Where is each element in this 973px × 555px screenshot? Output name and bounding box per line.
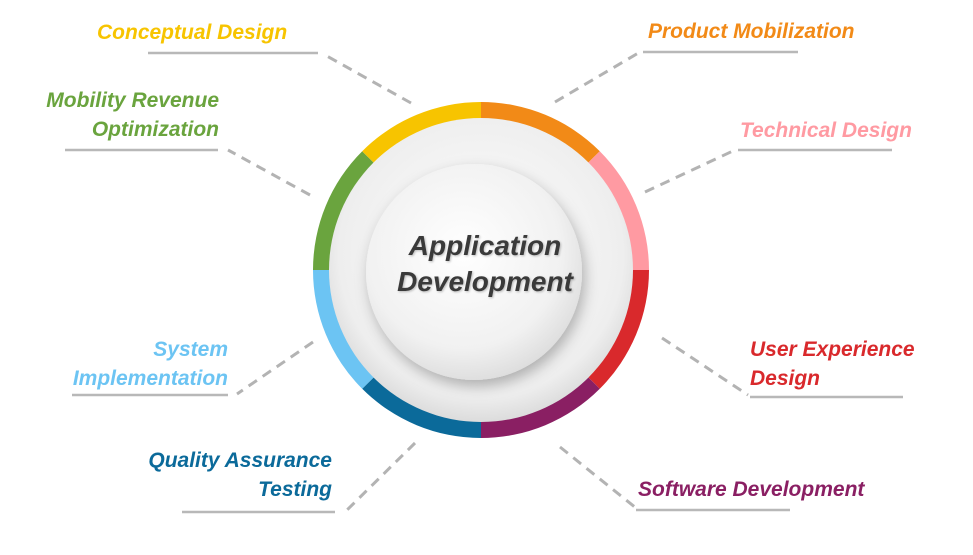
stage-label-software-development: Software Development — [638, 475, 864, 504]
connector-dashed-technical-design — [644, 148, 736, 194]
stage-label-line: Software Development — [638, 478, 865, 501]
stage-label-line: Quality Assurance — [148, 449, 332, 472]
stage-label-system-implementation: System Implementation — [73, 335, 228, 393]
stage-label-technical-design: Technical Design — [740, 116, 912, 145]
stage-label-line: Mobility Revenue — [46, 89, 219, 112]
stage-label-line: Conceptual Design — [97, 21, 288, 44]
stage-label-mobility-revenue-optimization: Mobility Revenue Optimization — [46, 86, 219, 144]
center-title: Application Development — [360, 228, 610, 300]
connector-dashed-user-experience-design — [661, 336, 749, 397]
stage-label-line: User Experience — [750, 338, 915, 361]
stage-label-line: Technical Design — [740, 119, 912, 142]
connector-lines — [65, 50, 903, 514]
stage-label-conceptual-design: Conceptual Design — [97, 18, 287, 47]
stage-label-quality-assurance-testing: Quality Assurance Testing — [148, 446, 332, 504]
connector-dashed-quality-assurance-testing — [345, 441, 417, 512]
connector-dashed-product-mobilization — [554, 50, 641, 104]
stage-label-line: Testing — [258, 478, 332, 501]
stage-label-user-experience-design: User Experience Design — [750, 335, 915, 393]
stage-label-line: Implementation — [72, 367, 228, 390]
center-title-line2: Development — [397, 266, 573, 297]
connector-dashed-mobility-revenue-optimization — [227, 148, 311, 197]
stage-label-line: System — [153, 338, 228, 361]
connector-dashed-software-development — [559, 445, 637, 510]
stage-label-line: Optimization — [91, 118, 219, 141]
center-title-line1: Application — [408, 230, 562, 261]
connector-dashed-conceptual-design — [324, 53, 412, 105]
connector-dashed-system-implementation — [236, 340, 314, 396]
stage-label-line: Design — [750, 367, 821, 390]
stage-label-line: Product Mobilization — [648, 20, 855, 43]
stage-label-product-mobilization: Product Mobilization — [648, 17, 854, 46]
inner-disc — [366, 164, 582, 380]
